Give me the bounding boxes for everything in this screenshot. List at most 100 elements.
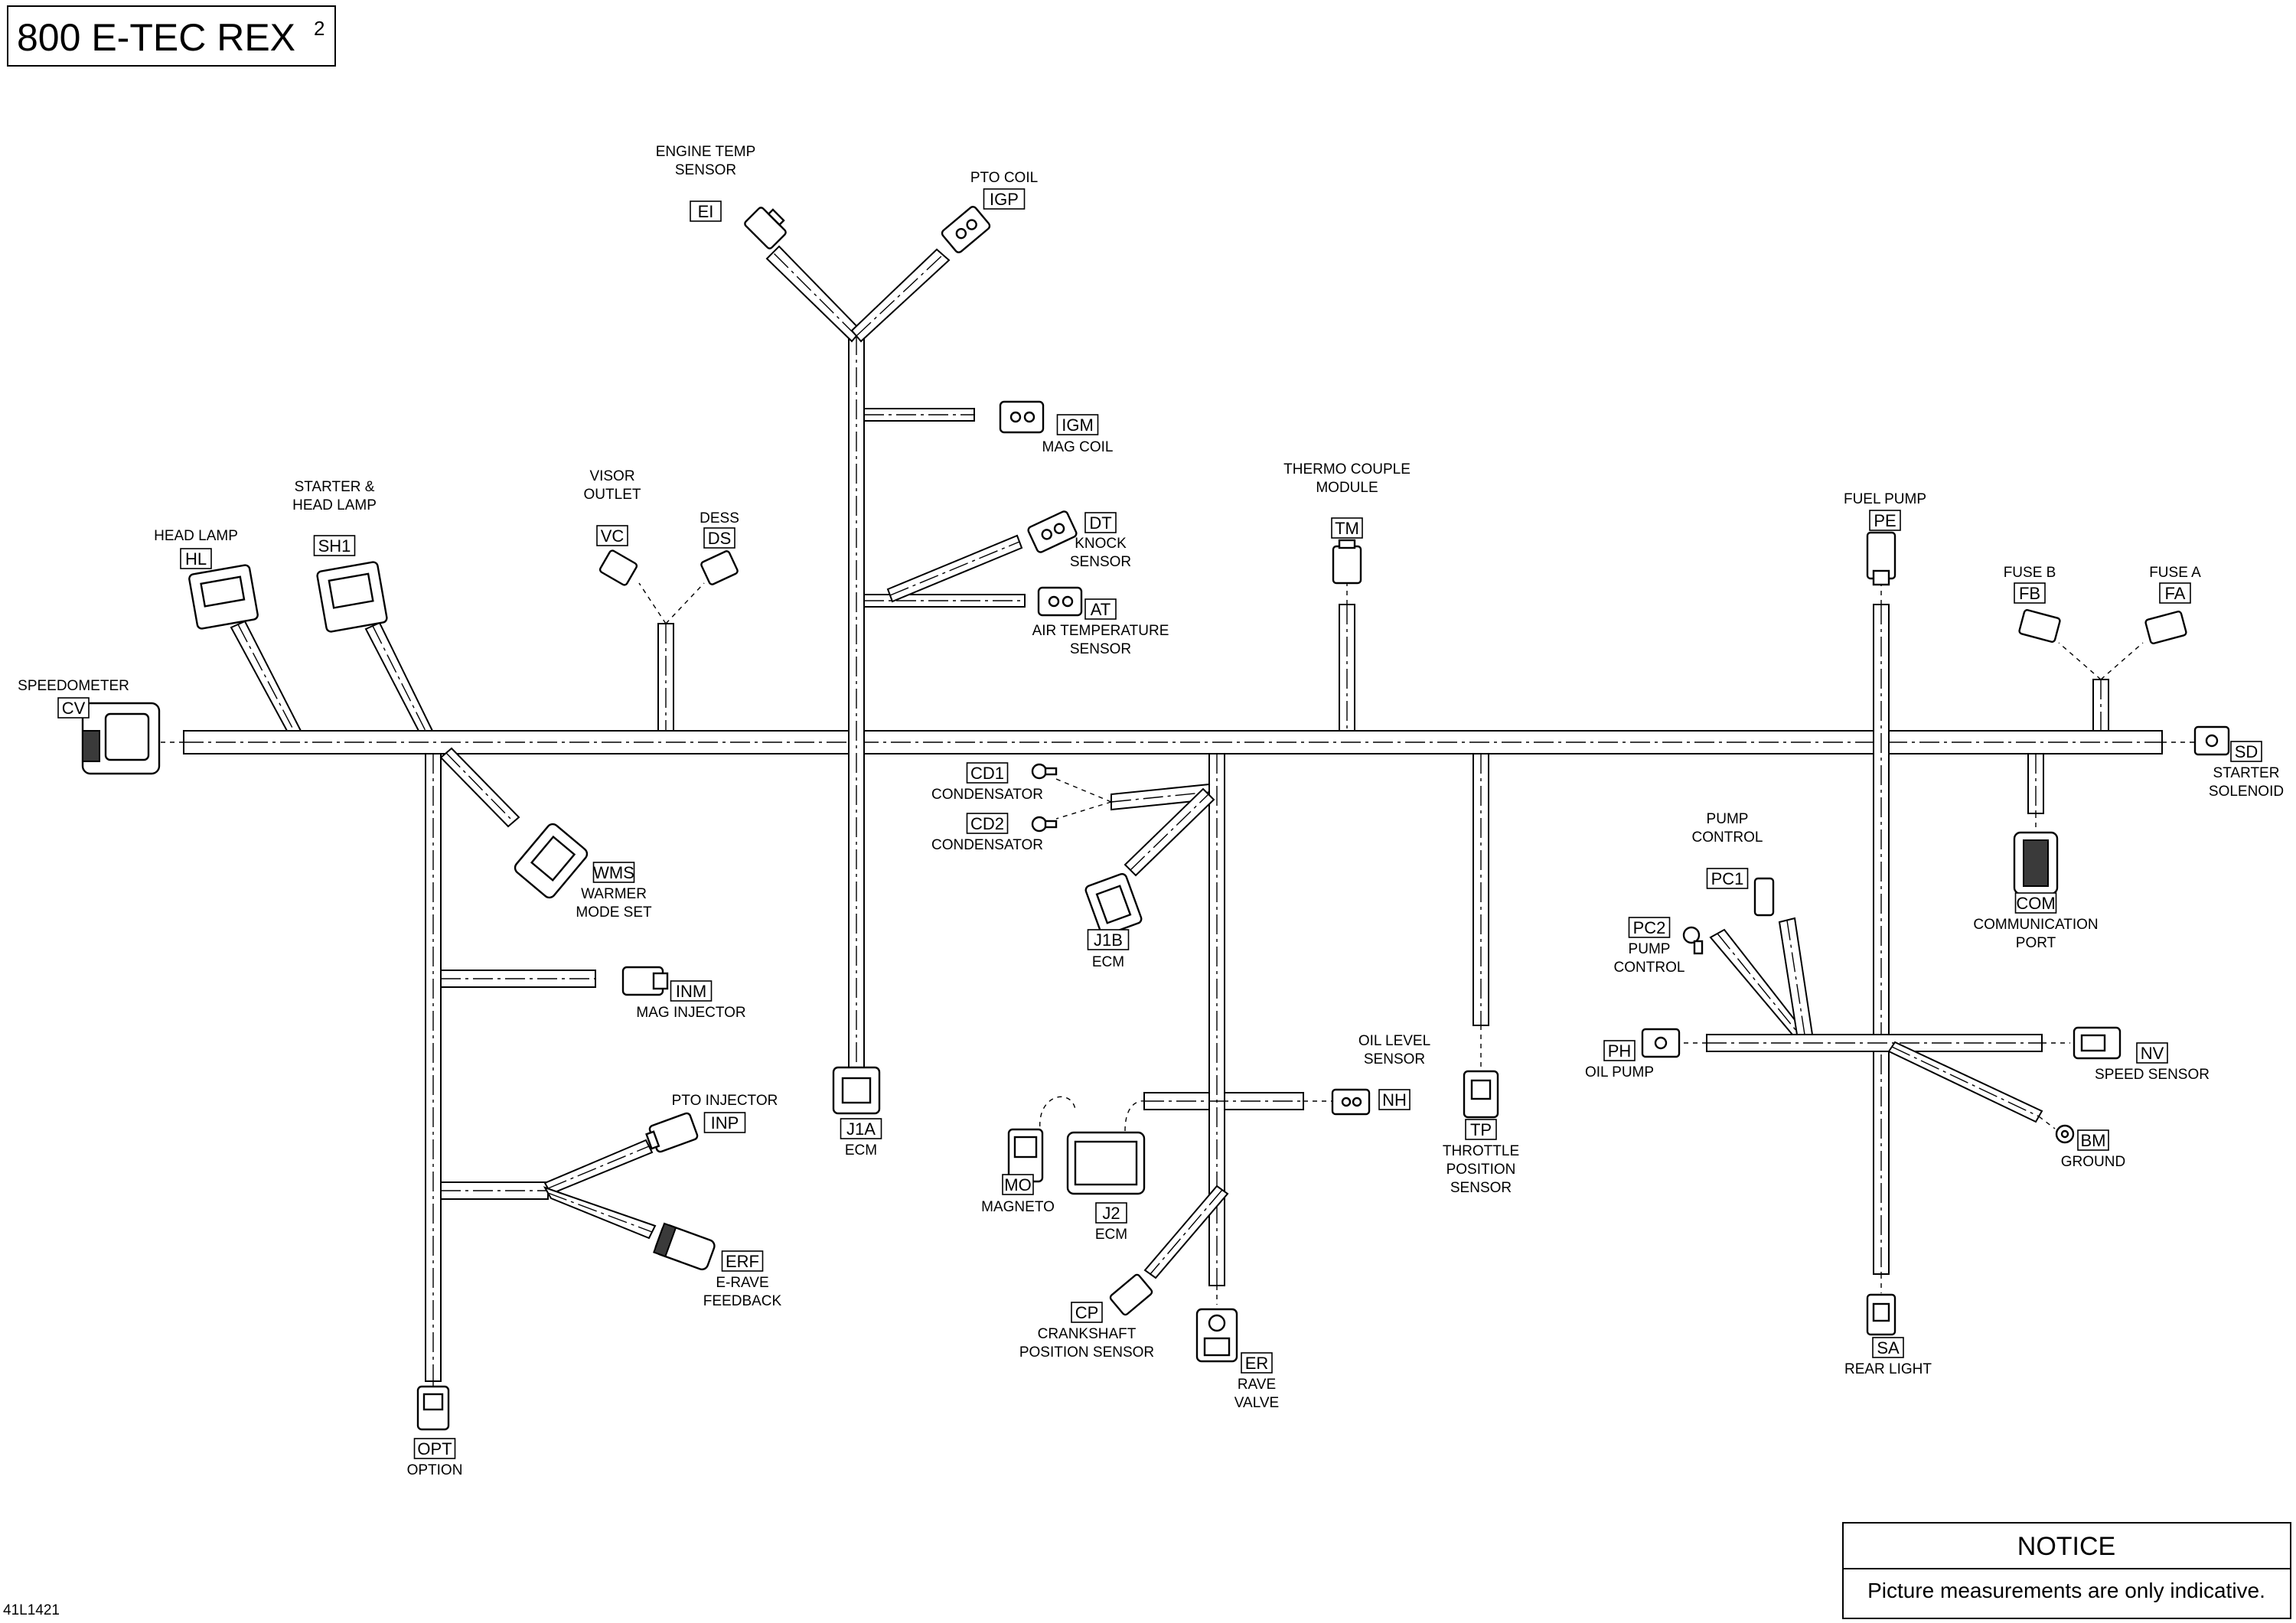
J2-ecm-module-icon xyxy=(1066,1131,1146,1195)
connector-code: BM xyxy=(2081,1131,2106,1150)
connector-label: MAG INJECTOR xyxy=(636,1005,745,1021)
connector-code: J2 xyxy=(1102,1204,1120,1223)
TP-plug-icon xyxy=(1463,1070,1499,1119)
connector-label: SPEEDOMETER xyxy=(18,678,129,694)
document-number: 41L1421 xyxy=(3,1602,60,1618)
connector-code-box xyxy=(592,862,635,883)
connector-ds: DS DESS xyxy=(700,510,739,549)
connector-code: INM xyxy=(676,982,706,1001)
connector-code-box xyxy=(1603,1040,1636,1061)
connector-label: VALVE xyxy=(1234,1395,1279,1411)
connector-label: SOLENOID xyxy=(2209,784,2284,800)
connector-code-box xyxy=(983,188,1026,210)
connector-code: SA xyxy=(1877,1338,1900,1357)
NV-plug-icon xyxy=(2073,1026,2122,1060)
connector-code-box xyxy=(1084,598,1117,620)
connector-code: SH1 xyxy=(318,536,351,556)
connector-label: HEAD LAMP xyxy=(154,528,238,544)
CD1-ring-icon xyxy=(1031,763,1058,780)
COM-port-icon xyxy=(2013,831,2059,895)
connector-label: SENSOR xyxy=(1070,554,1131,570)
connector-label: CRANKSHAFT xyxy=(1038,1326,1137,1342)
connector-code: WMS xyxy=(593,863,634,882)
ERF-plug-icon xyxy=(653,1222,716,1271)
connector-code-box xyxy=(2136,1042,2168,1064)
connector-code: INP xyxy=(711,1113,739,1133)
HL-plug-icon xyxy=(188,564,259,630)
connector-code-box xyxy=(1084,512,1117,533)
connector-label: DESS xyxy=(700,510,739,526)
connector-code-box xyxy=(1241,1352,1273,1374)
connector-label: KNOCK xyxy=(1075,536,1127,552)
connector-code-box xyxy=(690,200,722,222)
connector-code: PC1 xyxy=(1711,869,1744,888)
connector-label: COMMUNICATION xyxy=(1973,917,2098,933)
connector-code-box xyxy=(966,762,1009,784)
connector-code-box xyxy=(703,1112,746,1133)
connector-code: PH xyxy=(1608,1041,1632,1061)
connector-code: FB xyxy=(2019,584,2040,603)
connector-label: THROTTLE xyxy=(1443,1143,1519,1159)
notice-panel: NOTICE Picture measurements are only ind… xyxy=(1842,1522,2291,1619)
connector-label: ECM xyxy=(1095,1227,1127,1243)
connector-label: PUMP xyxy=(1629,941,1671,957)
J1B-plug-icon xyxy=(1084,872,1143,937)
connector-code-box xyxy=(313,535,356,556)
connector-code-box xyxy=(1071,1302,1103,1323)
connector-code-box xyxy=(840,1118,882,1139)
SA-plug-icon xyxy=(1866,1293,1896,1336)
connector-code-box xyxy=(1628,917,1671,938)
connector-ph: PH OIL PUMP xyxy=(1585,1040,1654,1080)
connector-label: OIL PUMP xyxy=(1585,1064,1654,1080)
connector-code-box xyxy=(670,980,713,1002)
connector-label: MAG COIL xyxy=(1042,439,1114,455)
connector-label: ENGINE TEMP xyxy=(656,144,756,160)
CV-plug-icon xyxy=(81,702,161,775)
connector-code: DS xyxy=(708,529,732,548)
connector-sa: SA REAR LIGHT xyxy=(1844,1337,1932,1377)
connector-code: PC2 xyxy=(1633,918,1666,937)
connector-label: ECM xyxy=(845,1142,877,1159)
CD2-ring-icon xyxy=(1031,816,1058,833)
DS-plug-icon xyxy=(700,550,739,585)
connector-code-box xyxy=(2159,582,2191,604)
title-block: 800 E-TEC REX 2 xyxy=(7,5,336,67)
connector-code-box xyxy=(1465,1119,1497,1140)
connector-label: MODULE xyxy=(1316,480,1378,496)
connector-label: OIL LEVEL xyxy=(1358,1033,1430,1049)
notice-text: Picture measurements are only indicative… xyxy=(1867,1579,2265,1602)
connector-label: STARTER & xyxy=(295,479,375,495)
connector-label: FUEL PUMP xyxy=(1844,491,1926,507)
connector-label: RAVE xyxy=(1238,1377,1276,1393)
INP-plug-icon xyxy=(645,1112,699,1153)
connector-label: REAR LIGHT xyxy=(1844,1361,1932,1377)
connector-code-box xyxy=(1002,1174,1034,1195)
diagram-title: 800 E-TEC REX xyxy=(17,16,295,59)
lead-lines xyxy=(157,582,2197,1387)
connector-label: SENSOR xyxy=(675,162,736,178)
J1A-plug-icon xyxy=(832,1066,881,1115)
connector-label: CONTROL xyxy=(1614,960,1685,976)
AT-plug-icon xyxy=(1037,586,1083,617)
connector-label: SENSOR xyxy=(1364,1051,1425,1067)
IGP-plug-icon xyxy=(941,206,991,253)
PE-plug-icon xyxy=(1866,531,1896,586)
OPT-plug-icon xyxy=(416,1385,450,1431)
